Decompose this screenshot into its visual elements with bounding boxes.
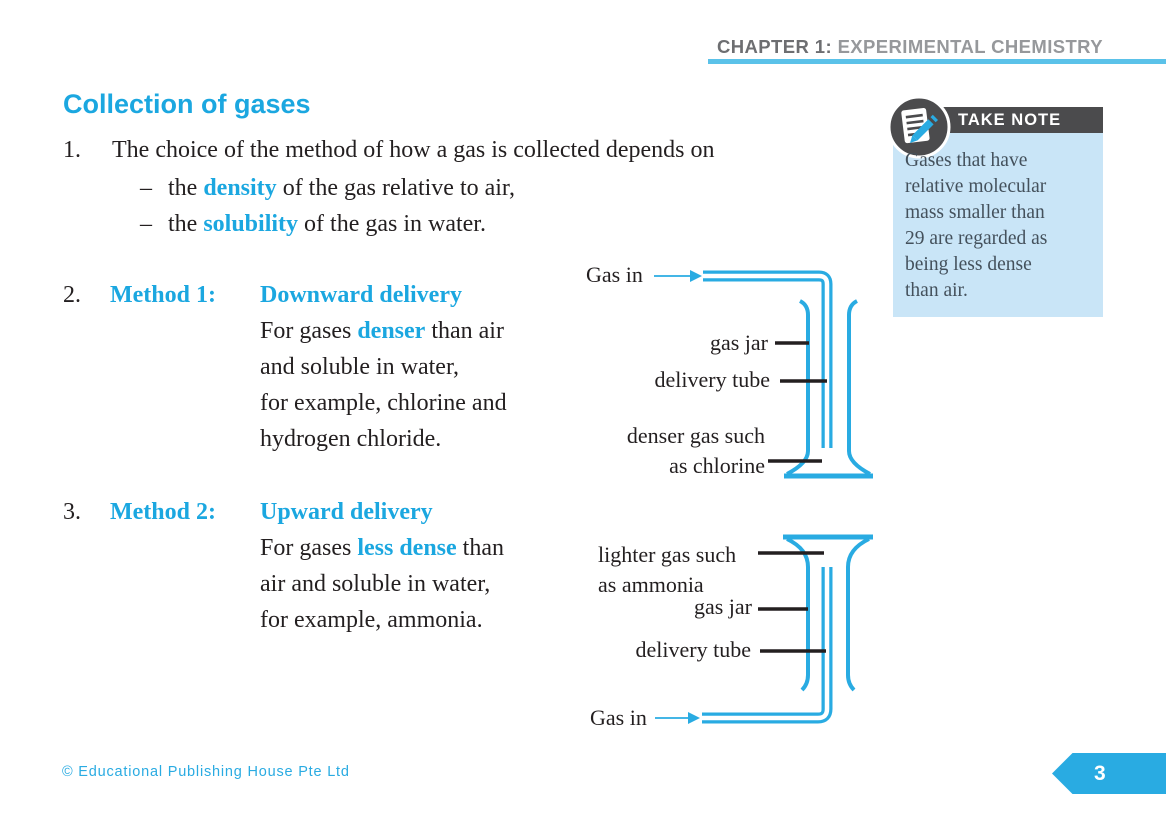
footer-copyright: © Educational Publishing House Pte Ltd — [62, 764, 350, 780]
delivery-tube-path — [702, 567, 833, 724]
gas-jar-label: gas jar — [709, 330, 768, 355]
method2-line: air and soluble in water, — [260, 571, 491, 597]
chapter-label: CHAPTER 1: — [717, 36, 833, 57]
gas-jar-label: gas jar — [693, 594, 752, 619]
method2-label: Method 2: — [110, 499, 216, 525]
accent-word-denser: denser — [357, 318, 426, 344]
method1-line: and soluble in water, — [260, 354, 459, 380]
item-number: 2. — [63, 282, 81, 308]
pencil-note-icon — [887, 95, 951, 159]
chapter-header: CHAPTER 1: EXPERIMENTAL CHEMISTRY — [717, 36, 1103, 58]
method2-line: for example, ammonia. — [260, 607, 483, 633]
chapter-title: EXPERIMENTAL CHEMISTRY — [837, 36, 1103, 57]
method2-title: Upward delivery — [260, 499, 433, 525]
note-line: 29 are regarded as — [905, 228, 1048, 249]
accent-word-density: density — [203, 175, 277, 201]
page-number-badge: 3 — [1052, 753, 1166, 794]
take-note-title: TAKE NOTE — [958, 111, 1062, 129]
page-number: 3 — [1094, 762, 1106, 785]
delivery-tube-label: delivery tube — [654, 367, 770, 392]
method1-title: Downward delivery — [260, 282, 462, 308]
denser-gas-label: denser gas such as chlorine — [626, 423, 765, 478]
lighter-gas-label: lighter gas such as ammonia — [598, 542, 737, 597]
gas-in-arrow — [654, 270, 702, 282]
method2-line: For gases less dense than — [260, 535, 504, 561]
method1-line: hydrogen chloride. — [260, 426, 442, 452]
gas-in-label: Gas in — [586, 262, 643, 287]
leader-lines — [768, 341, 827, 463]
note-line: relative molecular — [905, 176, 1047, 197]
take-note-text: Gases that have relative molecular mass … — [905, 148, 1047, 304]
bullet-dash: – — [140, 175, 152, 201]
note-line: mass smaller than — [905, 202, 1045, 223]
method1-label: Method 1: — [110, 282, 216, 308]
downward-delivery-diagram — [654, 270, 873, 479]
take-note-body — [893, 132, 1103, 317]
gas-jar-outline — [783, 534, 873, 692]
item-number: 3. — [63, 499, 81, 525]
bullet-dash: – — [140, 211, 152, 237]
intro-line: The choice of the method of how a gas is… — [112, 137, 715, 163]
delivery-tube-path — [703, 270, 833, 448]
leader-lines — [758, 551, 826, 653]
page-title: Collection of gases — [63, 89, 311, 119]
method1-line: For gases denser than air — [260, 318, 504, 344]
accent-word-less-dense: less dense — [357, 535, 457, 561]
delivery-tube-label: delivery tube — [635, 637, 751, 662]
bullet-line: the solubility of the gas in water. — [168, 211, 486, 237]
note-line: than air. — [905, 280, 968, 301]
gas-in-arrow — [655, 712, 700, 724]
note-line: Gases that have — [905, 150, 1028, 171]
gas-in-label: Gas in — [590, 705, 647, 730]
header-underline — [708, 59, 1166, 64]
method1-line: for example, chlorine and — [260, 390, 507, 416]
accent-word-solubility: solubility — [203, 211, 299, 237]
bullet-line: the density of the gas relative to air, — [168, 175, 515, 201]
note-line: being less dense — [905, 254, 1032, 275]
item-number: 1. — [63, 137, 81, 163]
upward-delivery-diagram — [655, 534, 873, 724]
gas-jar-outline — [784, 299, 873, 479]
